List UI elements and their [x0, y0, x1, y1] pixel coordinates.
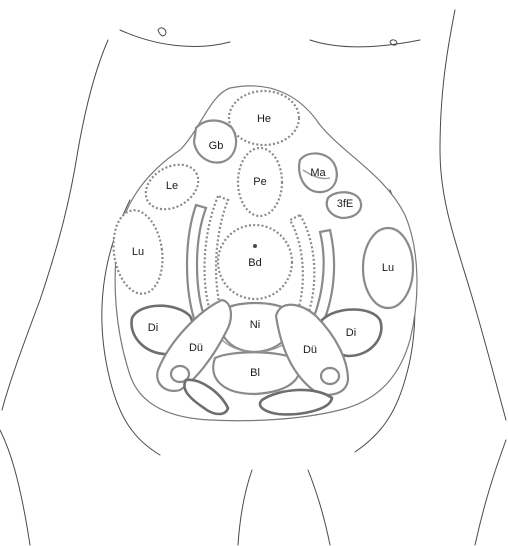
- organ-ma: Ma: [299, 153, 337, 192]
- label-lu-left: Lu: [132, 246, 144, 258]
- bd-dot: [253, 244, 257, 248]
- label-3fe: 3fE: [337, 198, 354, 210]
- label-ni: Ni: [250, 319, 260, 331]
- label-lu-right: Lu: [382, 262, 394, 274]
- label-du-left: Dü: [189, 342, 203, 354]
- label-gb: Gb: [209, 140, 224, 152]
- label-pe: Pe: [253, 176, 266, 188]
- organ-bl: Bl: [213, 352, 299, 394]
- nipple-left: [158, 28, 166, 36]
- label-ma: Ma: [310, 167, 326, 179]
- label-he: He: [257, 113, 271, 125]
- organ-gb: Gb: [194, 121, 236, 163]
- label-di-left: Di: [148, 322, 158, 334]
- organ-bd: Bd: [218, 225, 292, 299]
- label-di-right: Di: [346, 327, 356, 339]
- organ-3fe: 3fE: [327, 192, 361, 218]
- label-bl: Bl: [250, 367, 260, 379]
- label-le: Le: [166, 180, 178, 192]
- organ-he: He: [229, 91, 299, 145]
- organ-pe: Pe: [238, 148, 282, 216]
- label-bd: Bd: [248, 257, 261, 269]
- organ-lu-right: Lu: [363, 228, 413, 308]
- label-du-right: Dü: [303, 344, 317, 356]
